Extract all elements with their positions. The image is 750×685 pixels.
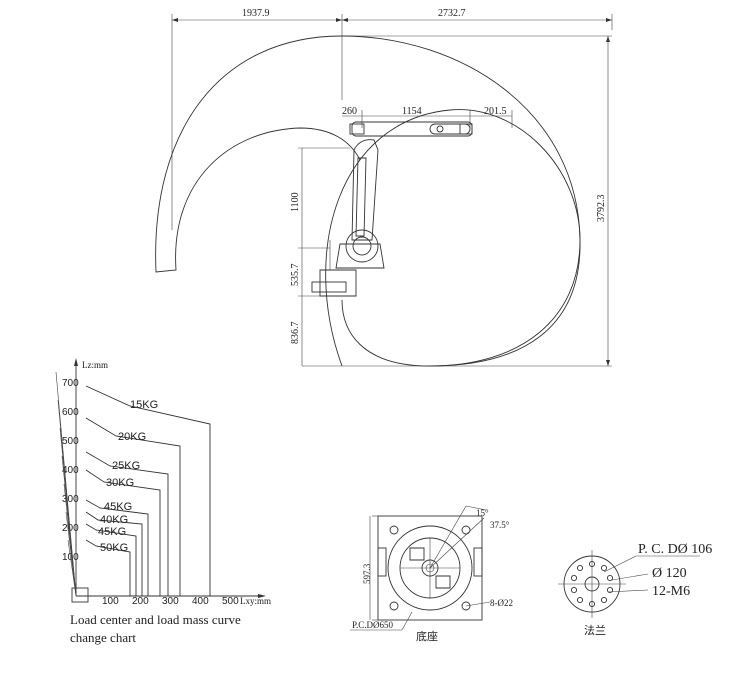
flange-diagram: P. C. DØ 106 Ø 120 12-M6 法兰 xyxy=(558,542,712,637)
curve-label: 15KG xyxy=(130,399,158,411)
robot-arm xyxy=(311,121,473,297)
dim-height-total: 3792.3 xyxy=(596,195,607,223)
curve-label: 30KG xyxy=(106,477,134,489)
curve-label: 50KG xyxy=(100,542,128,554)
curve-label: 20KG xyxy=(118,431,146,443)
y-tick: 400 xyxy=(62,465,79,476)
base-hole-note: 8-Ø22 xyxy=(490,598,513,608)
dim-mid: 535.7 xyxy=(290,264,301,287)
chart-caption-line1: Load center and load mass curve xyxy=(70,612,241,627)
flange-bore: Ø 120 xyxy=(652,566,687,581)
flange-label: 法兰 xyxy=(584,623,606,637)
flange-pcd: P. C. DØ 106 xyxy=(638,542,712,557)
dim-arm-offset: 260 xyxy=(342,106,357,117)
dim-wrist: 201.5 xyxy=(484,106,507,117)
dim-upper: 1100 xyxy=(290,192,301,212)
x-tick: 300 xyxy=(162,596,179,607)
x-tick: 400 xyxy=(192,596,209,607)
y-tick: 300 xyxy=(62,494,79,505)
base-dim-width: 597.3 xyxy=(362,563,372,584)
x-axis-label: Lxy:mm xyxy=(240,596,271,606)
y-tick: 600 xyxy=(62,407,79,418)
dim-lower: 836.7 xyxy=(290,322,301,345)
y-tick: 200 xyxy=(62,523,79,534)
y-axis-label: Lz:mm xyxy=(82,360,108,370)
curve-label: 45KG xyxy=(98,526,126,538)
curve-label: 25KG xyxy=(112,460,140,472)
dim-left: 1937.9 xyxy=(242,8,270,19)
flange-icon xyxy=(71,587,89,603)
x-tick: 200 xyxy=(132,596,149,607)
chart-caption-line2: change chart xyxy=(70,630,136,645)
dim-arm-length: 1154 xyxy=(402,106,422,117)
flange-thread: 12-M6 xyxy=(652,584,690,599)
base-pcd-note: P.C.DØ650 xyxy=(352,620,394,630)
curve-label: 40KG xyxy=(100,514,128,526)
base-diagram: 597.3 15° 37.5° 8-Ø22 P.C.DØ650 底座 xyxy=(350,505,513,643)
base-angle-2: 37.5° xyxy=(490,520,510,530)
x-tick: 100 xyxy=(102,596,119,607)
axis-fan xyxy=(55,371,77,597)
load-chart: Lz:mm Lxy:mm 700 600 500 400 300 200 100… xyxy=(55,358,271,645)
dim-right: 2732.7 xyxy=(438,8,466,19)
y-tick: 500 xyxy=(62,436,79,447)
curve-label: 45KG xyxy=(104,501,132,513)
y-tick: 700 xyxy=(62,378,79,389)
base-angle-1: 15° xyxy=(476,508,489,518)
base-label: 底座 xyxy=(416,629,438,643)
workspace-diagram: 1937.9 2732.7 3792.3 1100 535.7 836.7 26… xyxy=(155,8,613,367)
x-tick: 500 xyxy=(222,596,239,607)
